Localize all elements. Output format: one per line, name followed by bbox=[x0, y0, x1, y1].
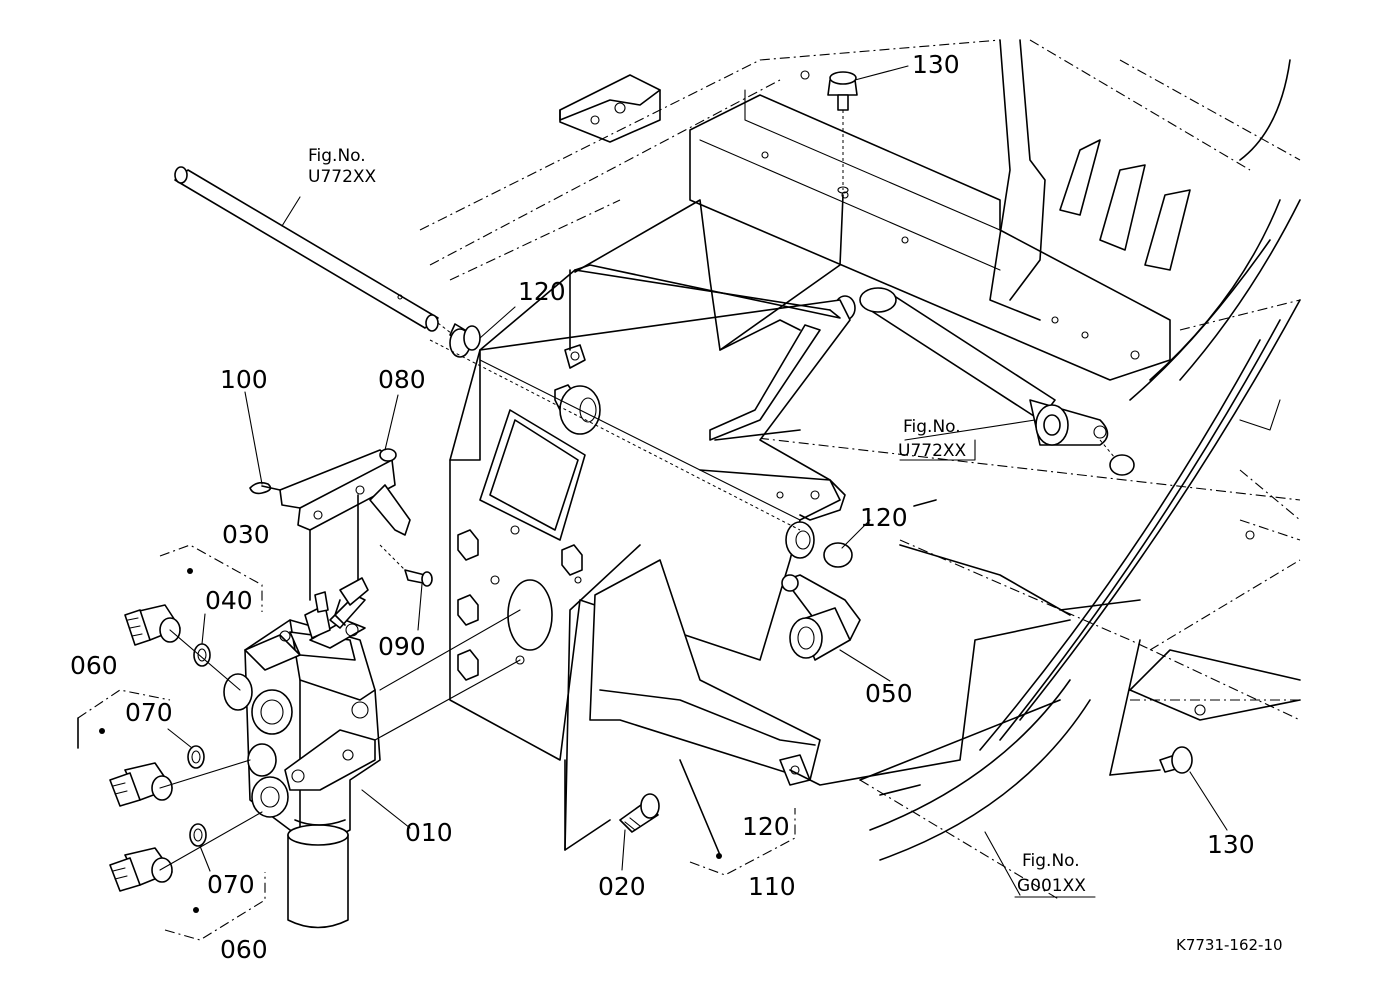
tractor-frame-outline bbox=[419, 39, 1301, 901]
adapter-060-upper bbox=[109, 762, 173, 807]
fig-ref-label: Fig.No. bbox=[903, 417, 961, 437]
callout-120-bracket: 120 bbox=[742, 812, 790, 841]
adapter-060-lower bbox=[109, 847, 173, 892]
drawing-code: K7731-162-10 bbox=[1176, 936, 1283, 954]
callout-020: 020 bbox=[598, 872, 646, 901]
adapter-030 bbox=[124, 604, 181, 646]
assembly-lines bbox=[159, 194, 1161, 871]
callout-070-lower: 070 bbox=[207, 870, 255, 899]
fig-ref-label: Fig.No. bbox=[308, 146, 366, 166]
lift-shaft bbox=[834, 287, 1135, 476]
group-bracket-060-upper bbox=[77, 689, 171, 749]
callout-010: 010 bbox=[405, 818, 453, 847]
callout-060-upper: 060 bbox=[70, 651, 118, 680]
o-ring-070-upper bbox=[187, 745, 205, 769]
cotter-pin-100 bbox=[249, 481, 281, 495]
bolt-130-top bbox=[827, 71, 858, 194]
callout-080: 080 bbox=[378, 365, 426, 394]
upper-frame-bracket bbox=[559, 70, 1171, 381]
fig-ref-number: G001XX bbox=[1017, 876, 1086, 896]
callout-120-rod: 120 bbox=[518, 277, 566, 306]
callout-120-shaft: 120 bbox=[860, 503, 908, 532]
valve-mounting-bracket bbox=[449, 264, 853, 786]
fig-reference-right: Fig.No. U772XX bbox=[898, 417, 967, 461]
lift-rod bbox=[174, 166, 481, 358]
callout-090: 090 bbox=[378, 632, 426, 661]
bolt-020 bbox=[619, 793, 660, 833]
group-bracket-110 bbox=[689, 808, 796, 876]
fig-ref-number: U772XX bbox=[898, 441, 967, 461]
callout-110: 110 bbox=[748, 872, 796, 901]
callout-050: 050 bbox=[865, 679, 913, 708]
o-ring-070-lower bbox=[189, 823, 207, 847]
group-bracket-060-lower bbox=[164, 872, 266, 941]
fig-ref-number: U772XX bbox=[308, 167, 377, 187]
elbow-fitting-050 bbox=[781, 574, 861, 661]
callout-070-upper: 070 bbox=[125, 698, 173, 727]
fig-reference-top-left: Fig.No. U772XX bbox=[308, 146, 377, 187]
group-bracket-030 bbox=[159, 544, 263, 612]
lever-080 bbox=[279, 448, 411, 626]
callout-130-right: 130 bbox=[1207, 830, 1255, 859]
fig-reference-bottom: Fig.No. G001XX bbox=[1017, 851, 1086, 896]
callout-060-lower: 060 bbox=[220, 935, 268, 964]
callout-030: 030 bbox=[222, 520, 270, 549]
pin-090 bbox=[379, 544, 433, 587]
callout-100: 100 bbox=[220, 365, 268, 394]
fender-panel bbox=[859, 39, 1301, 861]
control-valve-010 bbox=[223, 591, 381, 929]
leader-lines bbox=[167, 65, 1228, 898]
fig-ref-label: Fig.No. bbox=[1022, 851, 1080, 871]
callout-130-top: 130 bbox=[912, 50, 960, 79]
callout-040: 040 bbox=[205, 586, 253, 615]
bolt-130-right bbox=[1159, 746, 1193, 774]
